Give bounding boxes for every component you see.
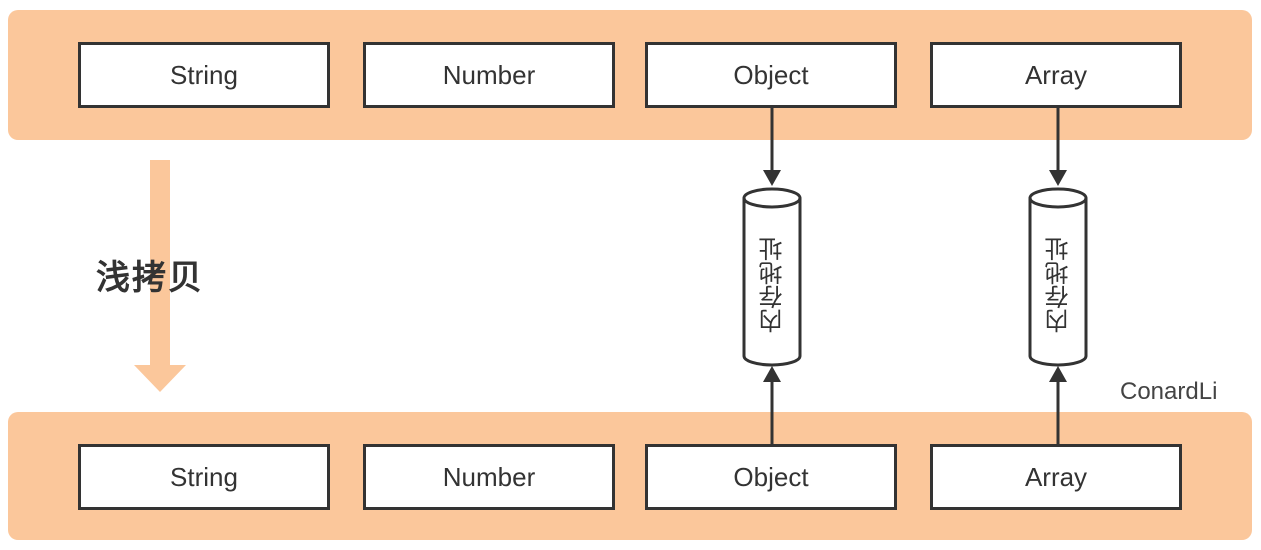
bottom-cell-object: Object bbox=[645, 444, 897, 510]
shallow-copy-label: 浅拷贝 bbox=[96, 258, 204, 298]
top-cell-object: Object bbox=[645, 42, 897, 108]
top-cell-array: Array bbox=[930, 42, 1182, 108]
bottom-cell-number: Number bbox=[363, 444, 615, 510]
bottom-cell-string: String bbox=[78, 444, 330, 510]
top-cell-number: Number bbox=[363, 42, 615, 108]
bottom-cell-array: Array bbox=[930, 444, 1182, 510]
copy-direction-arrow bbox=[134, 160, 186, 392]
top-cell-string: String bbox=[78, 42, 330, 108]
object-memory-label: 内存地址 bbox=[758, 237, 787, 333]
array-memory-cylinder bbox=[1028, 187, 1088, 367]
object-top-to-memory-arrow bbox=[763, 108, 781, 186]
array-memory-label: 内存地址 bbox=[1044, 237, 1073, 333]
object-bottom-to-memory-arrow bbox=[763, 366, 781, 444]
array-bottom-to-memory-arrow bbox=[1049, 366, 1067, 444]
array-top-to-memory-arrow bbox=[1049, 108, 1067, 186]
object-memory-cylinder bbox=[742, 187, 802, 367]
watermark-text: ConardLi bbox=[1120, 378, 1218, 405]
